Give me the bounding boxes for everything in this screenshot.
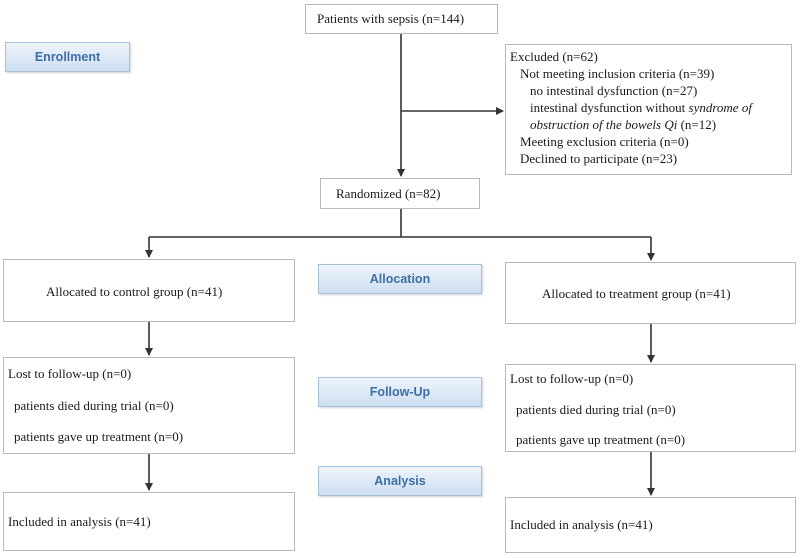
control-analysis-box: Included in analysis (n=41) <box>3 492 295 551</box>
treatment-died-label: patients died during trial (n=0) <box>516 402 676 417</box>
intestinal-without-syndrome-cont: obstruction of the bowels Qi (n=12) <box>530 117 716 133</box>
control-gave-up-label: patients gave up treatment (n=0) <box>14 429 184 444</box>
treatment-gave-up-label: patients gave up treatment (n=0) <box>516 432 686 447</box>
randomized-box: Randomized (n=82) <box>320 178 480 209</box>
meeting-exclusion-criteria: Meeting exclusion criteria (n=0) <box>520 134 689 149</box>
analysis-stage-label: Analysis <box>318 466 482 496</box>
excluded-title: Excluded (n=62) <box>510 49 598 64</box>
no-intestinal-dysfunction: no intestinal dysfunction (n=27) <box>530 83 698 98</box>
follow-up-stage-label: Follow-Up <box>318 377 482 407</box>
control-follow-up-box: Lost to follow-up (n=0) patients died du… <box>3 357 295 454</box>
treatment-analysis-box: Included in analysis (n=41) <box>505 497 796 553</box>
treatment-lost-label: Lost to follow-up (n=0) <box>510 371 634 386</box>
declined-to-participate: Declined to participate (n=23) <box>520 151 678 166</box>
treatment-included-label: Included in analysis (n=41) <box>510 517 653 532</box>
intestinal-text: intestinal dysfunction without <box>530 100 689 115</box>
patients-label: Patients with sepsis (n=144) <box>317 11 465 26</box>
not-meeting-inclusion: Not meeting inclusion criteria (n=39) <box>520 66 715 81</box>
treatment-allocated-label: Allocated to treatment group (n=41) <box>542 286 731 301</box>
control-allocated-box: Allocated to control group (n=41) <box>3 259 295 322</box>
treatment-follow-up-box: Lost to follow-up (n=0) patients died du… <box>505 364 796 452</box>
allocation-stage-label: Allocation <box>318 264 482 294</box>
intestinal-italic-1: syndrome of <box>688 100 752 115</box>
patients-box: Patients with sepsis (n=144) <box>305 4 498 34</box>
randomized-label: Randomized (n=82) <box>336 186 441 201</box>
intestinal-count: (n=12) <box>677 117 717 132</box>
excluded-box: Excluded (n=62) Not meeting inclusion cr… <box>505 44 792 175</box>
enrollment-stage-label: Enrollment <box>5 42 130 72</box>
control-died-label: patients died during trial (n=0) <box>14 398 174 413</box>
intestinal-without-syndrome: intestinal dysfunction without syndrome … <box>530 100 752 116</box>
intestinal-italic-2: obstruction of the bowels Qi <box>530 117 678 132</box>
treatment-allocated-box: Allocated to treatment group (n=41) <box>505 262 796 324</box>
control-allocated-label: Allocated to control group (n=41) <box>46 284 223 299</box>
control-lost-label: Lost to follow-up (n=0) <box>8 366 132 381</box>
control-included-label: Included in analysis (n=41) <box>8 514 151 529</box>
